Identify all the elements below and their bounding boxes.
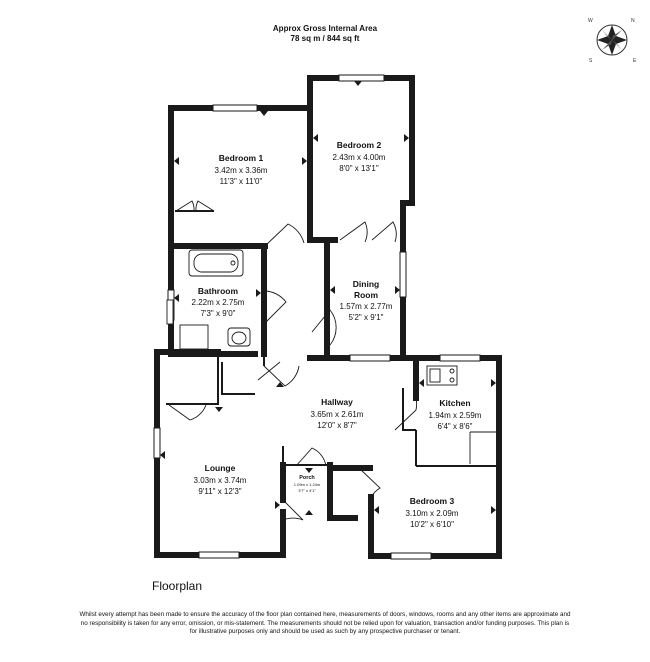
bedroom2-metric: 2.43m x 4.00m: [333, 153, 386, 162]
hallway-imperial: 12'0" x 8'7": [317, 421, 357, 430]
dining-imperial: 5'2" x 9'1": [349, 313, 384, 322]
lounge-imperial: 9'11" x 12'3": [198, 487, 241, 496]
dining-name-line2: Room: [354, 290, 379, 300]
lounge-name: Lounge: [205, 463, 236, 473]
dining-name-line1: Dining: [353, 279, 379, 289]
bedroom1-name: Bedroom 1: [219, 153, 264, 163]
doors: [168, 200, 418, 521]
floorplan-caption: Floorplan: [152, 579, 203, 593]
disclaimer-text: Whilst every attempt has been made to en…: [79, 611, 571, 636]
compass-icon: N E S W: [588, 18, 637, 64]
compass-w: W: [588, 18, 593, 24]
porch-imperial: 3'7" x 4'1": [298, 488, 316, 493]
bathroom-name: Bathroom: [198, 286, 239, 296]
kitchen-fixtures: [426, 365, 496, 464]
porch-metric: 1.09m x 1.24m: [294, 482, 321, 487]
kitchen-imperial: 6'4" x 8'6": [438, 422, 473, 431]
area-value: 78 sq m / 844 sq ft: [290, 34, 360, 43]
kitchen-name: Kitchen: [439, 398, 470, 408]
hallway-metric: 3.65m x 2.61m: [311, 410, 364, 419]
bedroom3-metric: 3.10m x 2.09m: [406, 509, 459, 518]
kitchen-metric: 1.94m x 2.59m: [429, 411, 482, 420]
compass-e: E: [633, 58, 637, 64]
bedroom3-imperial: 10'2" x 6'10": [410, 520, 454, 529]
bedroom1-metric: 3.42m x 3.36m: [215, 166, 268, 175]
bathroom-imperial: 7'3" x 9'0": [201, 309, 236, 318]
bathroom-fixtures: [166, 249, 251, 350]
dining-metric: 1.57m x 2.77m: [340, 302, 393, 311]
bedroom2-imperial: 8'0" x 13'1": [339, 164, 379, 173]
bedroom3-name: Bedroom 3: [410, 496, 455, 506]
bathroom-metric: 2.22m x 2.75m: [192, 298, 245, 307]
compass-s: S: [589, 58, 593, 64]
internal-walls: [166, 210, 499, 468]
walls: [154, 75, 502, 559]
area-title: Approx Gross Internal Area: [272, 24, 378, 33]
bedroom1-imperial: 11'3" x 11'0": [220, 177, 263, 186]
measure-markers: [160, 81, 496, 515]
compass-n: N: [631, 18, 635, 24]
bedroom2-name: Bedroom 2: [337, 140, 382, 150]
hallway-name: Hallway: [321, 397, 353, 407]
lounge-metric: 3.03m x 3.74m: [194, 476, 247, 485]
porch-name: Porch: [299, 475, 315, 481]
